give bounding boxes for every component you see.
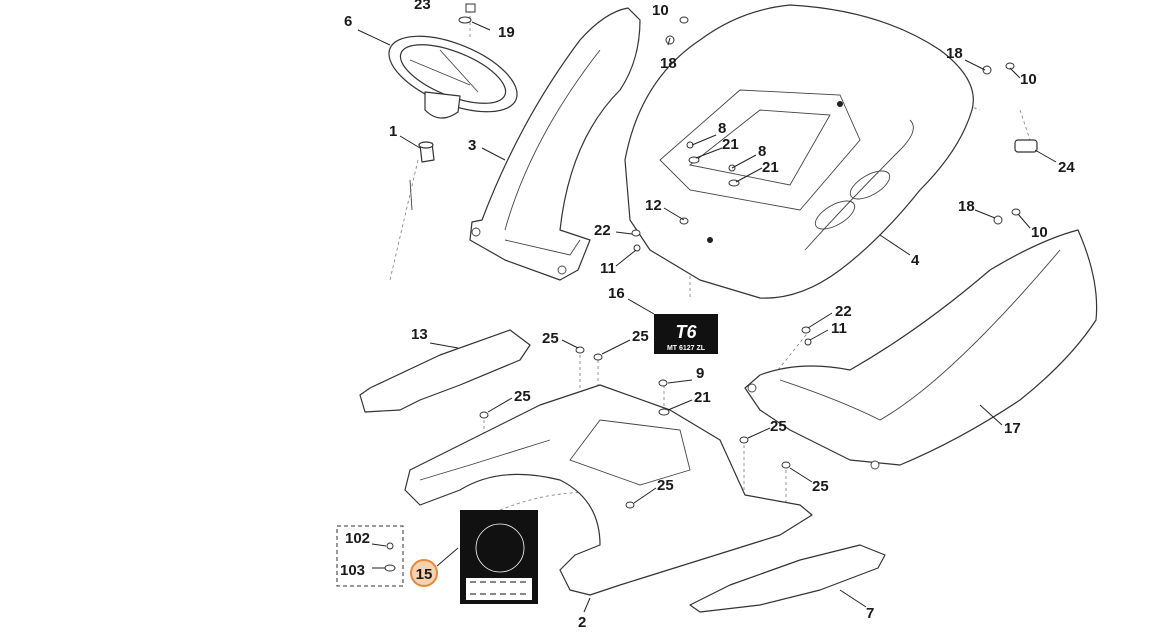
- decal16-logo: T6: [675, 322, 697, 342]
- callout-18-right[interactable]: 18: [946, 45, 963, 62]
- callout-4[interactable]: 4: [911, 252, 920, 269]
- callout-25-c[interactable]: 25: [514, 388, 531, 405]
- decal-part-15: [460, 510, 538, 604]
- callout-3[interactable]: 3: [468, 137, 476, 154]
- callout-11-b[interactable]: 11: [831, 320, 847, 337]
- floor-pan-part-2: [404, 384, 813, 596]
- callout-22-a[interactable]: 22: [594, 222, 611, 239]
- bolts-group: [479, 16, 1038, 509]
- callout-21-a[interactable]: 21: [722, 136, 739, 153]
- callout-18-mid[interactable]: 18: [958, 198, 975, 215]
- callout-21-b[interactable]: 21: [762, 159, 779, 176]
- callout-21-c[interactable]: 21: [694, 389, 711, 406]
- decal-part-16: T6 MT 6127 ZL: [654, 314, 718, 354]
- callout-102[interactable]: 102: [345, 530, 370, 547]
- footplate-part-13: [359, 329, 531, 413]
- callout-13[interactable]: 13: [411, 326, 428, 343]
- callout-24[interactable]: 24: [1058, 159, 1075, 176]
- callout-25-e[interactable]: 25: [812, 478, 829, 495]
- callout-17[interactable]: 17: [1004, 420, 1021, 437]
- callout-25-a[interactable]: 25: [542, 330, 559, 347]
- callout-10-mid[interactable]: 10: [1031, 224, 1048, 241]
- fender-part-17: [744, 229, 1098, 470]
- callout-15[interactable]: 15: [416, 566, 433, 583]
- bolt-part-19: [458, 3, 476, 24]
- callout-8-b[interactable]: 8: [758, 143, 766, 160]
- callout-9[interactable]: 9: [696, 365, 704, 382]
- callout-8-a[interactable]: 8: [718, 120, 726, 137]
- hardware-box-102-103: [336, 525, 404, 587]
- callout-labels: 6 19 23 1 3 10 18 8 21 8 21 18 10 24 12 …: [340, 0, 1075, 631]
- sleeve-part-1: [409, 141, 435, 211]
- callout-1[interactable]: 1: [389, 123, 397, 140]
- decal16-model: MT 6127 ZL: [667, 345, 706, 352]
- callout-23[interactable]: 23: [414, 0, 431, 13]
- callout-2[interactable]: 2: [578, 614, 586, 631]
- callout-10-top[interactable]: 10: [652, 2, 669, 19]
- callout-22-b[interactable]: 22: [835, 303, 852, 320]
- highlight-circle-15[interactable]: [410, 559, 438, 587]
- callout-16[interactable]: 16: [608, 285, 625, 302]
- callout-6[interactable]: 6: [344, 13, 352, 30]
- leader-lines: [357, 21, 1057, 613]
- callout-103[interactable]: 103: [340, 562, 365, 579]
- callout-25-d[interactable]: 25: [770, 418, 787, 435]
- callout-12[interactable]: 12: [645, 197, 662, 214]
- callout-10-right[interactable]: 10: [1020, 71, 1037, 88]
- callout-25-b[interactable]: 25: [632, 328, 649, 345]
- hood-part-4: [624, 4, 974, 299]
- dash-panel-part-3: [469, 7, 641, 281]
- footplate-part-7: [689, 544, 886, 613]
- callout-19[interactable]: 19: [498, 24, 515, 41]
- callout-25-f[interactable]: 25: [657, 477, 674, 494]
- steering-wheel-part: [388, 35, 518, 119]
- callout-7[interactable]: 7: [866, 605, 874, 622]
- callout-11-a[interactable]: 11: [600, 260, 616, 277]
- callout-18-top[interactable]: 18: [660, 55, 677, 72]
